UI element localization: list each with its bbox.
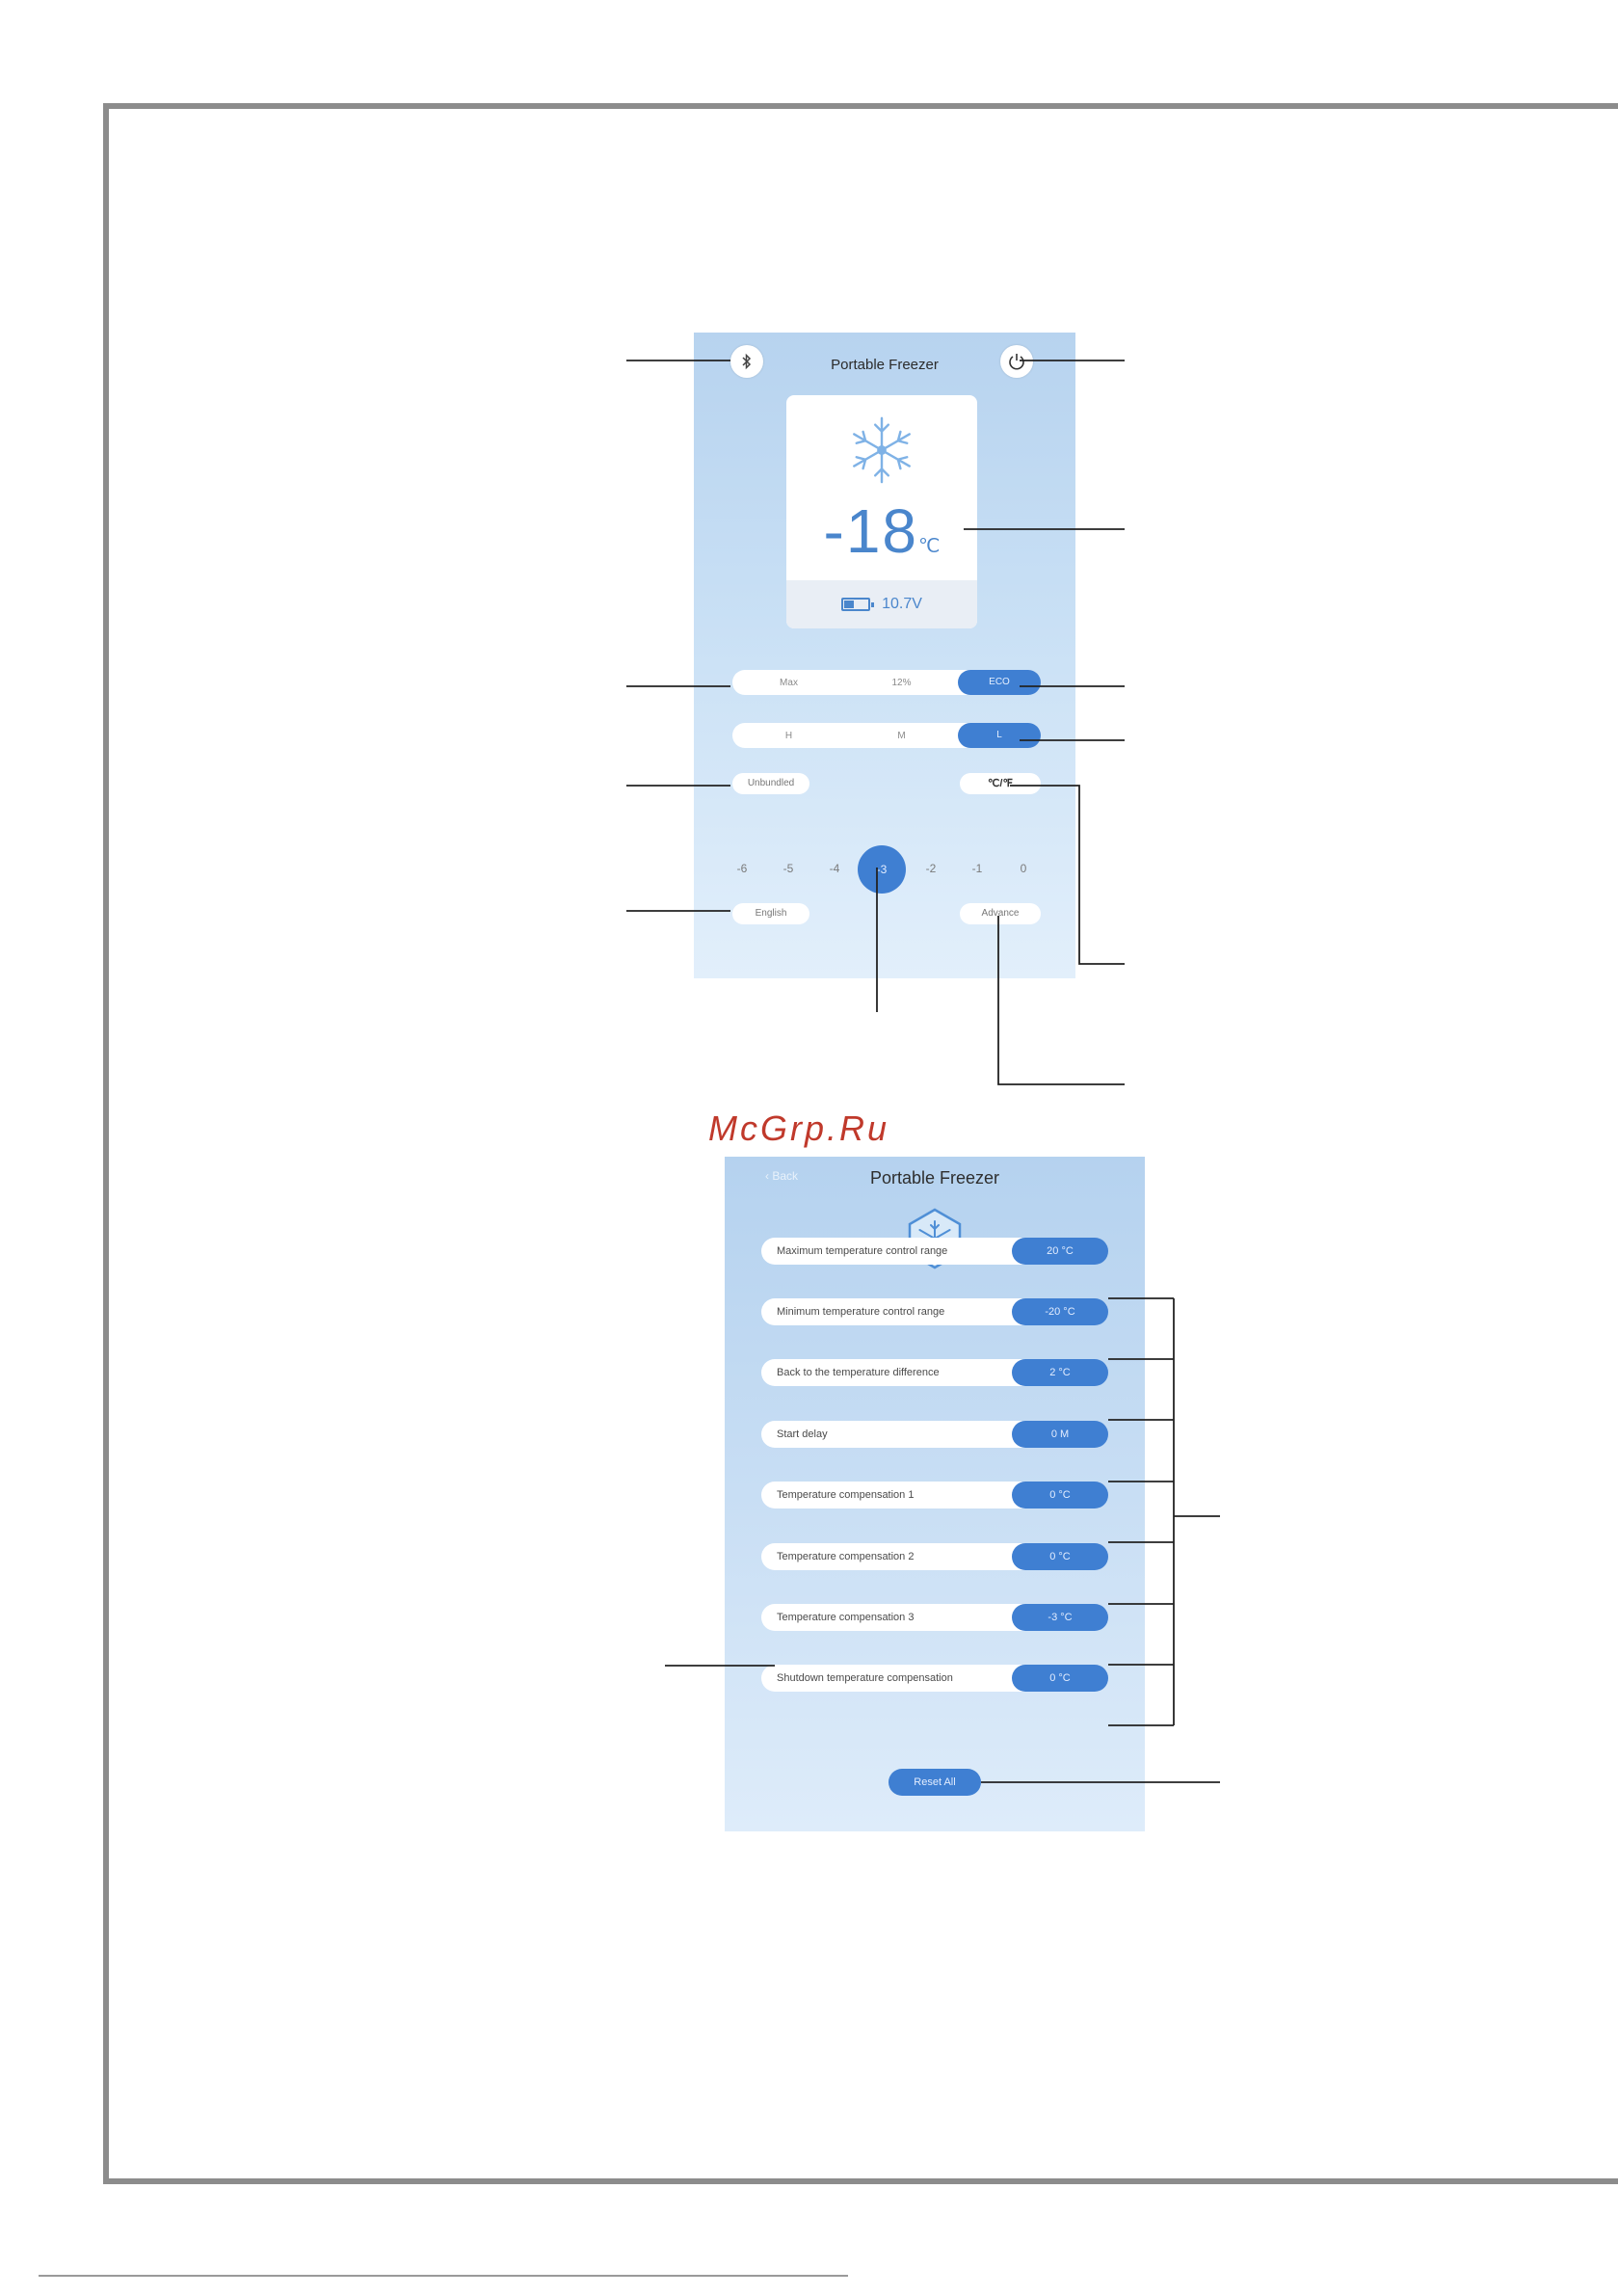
reset-all-button[interactable]: Reset All	[889, 1769, 981, 1796]
app-title: Portable Freezer	[831, 357, 939, 373]
back-button[interactable]: ‹ Back	[765, 1169, 799, 1183]
setting-row: Start delay 0 M	[761, 1421, 1108, 1448]
setting-value-button[interactable]: 0 °C	[1012, 1665, 1108, 1692]
power-level-h[interactable]: H	[784, 730, 793, 741]
bind-button[interactable]: Unbundled	[732, 773, 809, 794]
page-frame	[103, 103, 1618, 2184]
setting-label: Shutdown temperature compensation	[761, 1665, 1050, 1692]
bottom-rule	[39, 2275, 848, 2277]
advance-button[interactable]: Advance	[960, 903, 1041, 924]
setting-label: Start delay	[761, 1421, 1050, 1448]
temperature-offset-selector[interactable]: -6 -5 -4 -3 -2 -1 0	[732, 845, 1041, 894]
setting-value-button[interactable]: 20 °C	[1012, 1238, 1108, 1265]
setting-label: Temperature compensation 2	[761, 1543, 1050, 1570]
setting-row: Maximum temperature control range 20 °C	[761, 1238, 1108, 1265]
offset-option[interactable]: -4	[829, 862, 840, 875]
screen-title: Portable Freezer	[869, 1168, 1000, 1188]
setting-label: Minimum temperature control range	[761, 1298, 1050, 1325]
temperature-unit: ℃	[918, 536, 941, 557]
advanced-settings-screen: ‹ Back Portable Freezer Maximum temperat…	[725, 1157, 1145, 1831]
setting-label: Temperature compensation 1	[761, 1482, 1050, 1508]
power-level-l[interactable]: L	[958, 723, 1041, 748]
setting-value-button[interactable]: 2 °C	[1012, 1359, 1108, 1386]
setting-label: Temperature compensation 3	[761, 1604, 1050, 1631]
setting-row: Temperature compensation 1 0 °C	[761, 1482, 1108, 1508]
temperature-value: -18	[823, 496, 919, 566]
language-button[interactable]: English	[732, 903, 809, 924]
setting-row: Minimum temperature control range -20 °C	[761, 1298, 1108, 1325]
offset-option[interactable]: 0	[1020, 862, 1027, 875]
temperature-readout: -18℃	[786, 495, 977, 567]
setting-row: Temperature compensation 3 -3 °C	[761, 1604, 1108, 1631]
bluetooth-icon	[742, 353, 752, 370]
setting-value-button[interactable]: 0 °C	[1012, 1543, 1108, 1570]
setting-row: Back to the temperature difference 2 °C	[761, 1359, 1108, 1386]
bluetooth-button[interactable]	[730, 345, 763, 378]
offset-option[interactable]: -2	[925, 862, 937, 875]
setting-value-button[interactable]: 0 M	[1012, 1421, 1108, 1448]
snowflake-icon	[853, 416, 911, 484]
unit-toggle-button[interactable]: ℃/℉	[960, 773, 1041, 794]
setting-row: Shutdown temperature compensation 0 °C	[761, 1665, 1108, 1692]
battery-fill	[844, 601, 854, 608]
battery-status: 10.7V	[786, 580, 977, 628]
mode-max[interactable]: Max	[780, 677, 798, 688]
offset-option[interactable]: -6	[736, 862, 748, 875]
setting-label: Maximum temperature control range	[761, 1238, 1050, 1265]
setting-label: Back to the temperature difference	[761, 1359, 1050, 1386]
power-level-m[interactable]: M	[897, 730, 906, 741]
mode-percent: 12%	[891, 677, 912, 688]
temperature-card: -18℃ 10.7V	[786, 395, 977, 628]
offset-option-selected[interactable]: -3	[858, 845, 906, 894]
battery-icon	[841, 598, 875, 611]
power-icon	[1009, 354, 1024, 370]
setting-value-button[interactable]: -20 °C	[1012, 1298, 1108, 1325]
watermark: McGrp.Ru	[708, 1108, 890, 1148]
power-level-selector[interactable]: H M L	[732, 723, 1041, 748]
power-button[interactable]	[1000, 345, 1033, 378]
battery-voltage: 10.7V	[882, 596, 922, 612]
offset-option[interactable]: -1	[971, 862, 983, 875]
offset-option[interactable]: -5	[782, 862, 794, 875]
main-screen: Portable Freezer -18℃ 10.7V Max 12% ECO	[694, 333, 1075, 978]
setting-row: Temperature compensation 2 0 °C	[761, 1543, 1108, 1570]
mode-selector[interactable]: Max 12% ECO	[732, 670, 1041, 695]
setting-value-button[interactable]: 0 °C	[1012, 1482, 1108, 1508]
mode-eco[interactable]: ECO	[958, 670, 1041, 695]
setting-value-button[interactable]: -3 °C	[1012, 1604, 1108, 1631]
back-label: Back	[772, 1169, 799, 1183]
